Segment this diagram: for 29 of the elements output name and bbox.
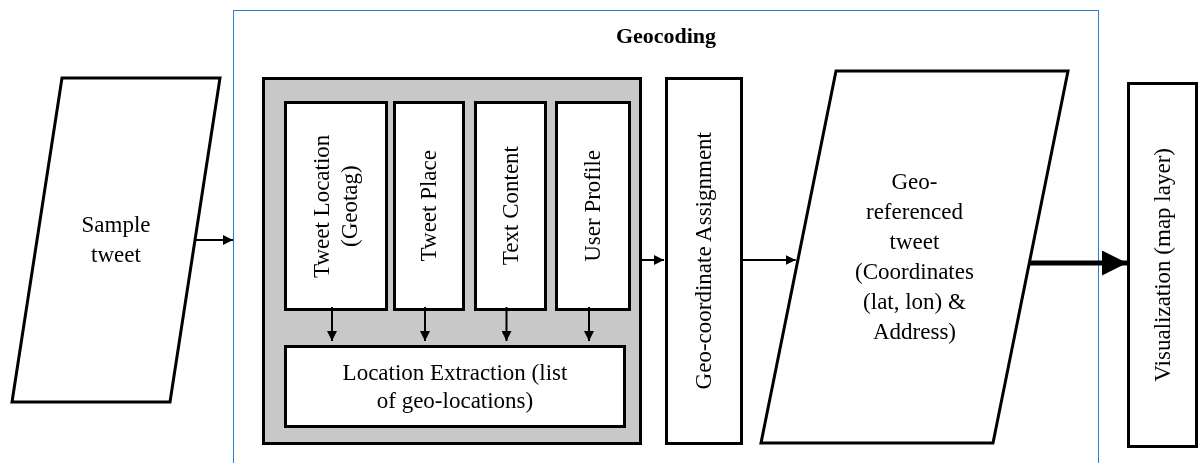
node-label: Geocoding xyxy=(615,25,717,47)
arrow xyxy=(584,306,594,342)
node-label: Sample tweet xyxy=(81,211,151,269)
process-box xyxy=(665,77,743,445)
process-box xyxy=(284,345,626,428)
arrow xyxy=(501,306,512,342)
arrow xyxy=(640,255,665,265)
arrow xyxy=(195,235,234,245)
node-label: Geo-referenced tweet (Coordinates (lat, lon) & Address) xyxy=(854,168,975,346)
node-label: Tweet Location (Geotag) xyxy=(308,133,363,280)
group-frame xyxy=(233,10,1099,463)
arrow xyxy=(420,306,430,342)
node-label: Text Content xyxy=(496,146,524,266)
arrow xyxy=(1029,250,1127,276)
process-box xyxy=(1127,82,1198,448)
container-box xyxy=(262,77,642,445)
process-box xyxy=(474,101,547,311)
data-parallelogram xyxy=(759,69,1070,445)
arrow xyxy=(327,306,337,342)
node-label: User Profile xyxy=(579,150,607,262)
arrow xyxy=(741,255,797,265)
node-label: Tweet Place xyxy=(415,150,443,262)
process-box xyxy=(284,101,388,311)
node-label: Location Extraction (list of geo-locations) xyxy=(341,358,569,415)
node-label: Visualization (map layer) xyxy=(1148,148,1176,382)
process-box xyxy=(555,101,631,311)
process-box xyxy=(393,101,465,311)
node-label: Geo-coordinate Assignment xyxy=(690,132,718,390)
data-parallelogram xyxy=(10,76,222,404)
